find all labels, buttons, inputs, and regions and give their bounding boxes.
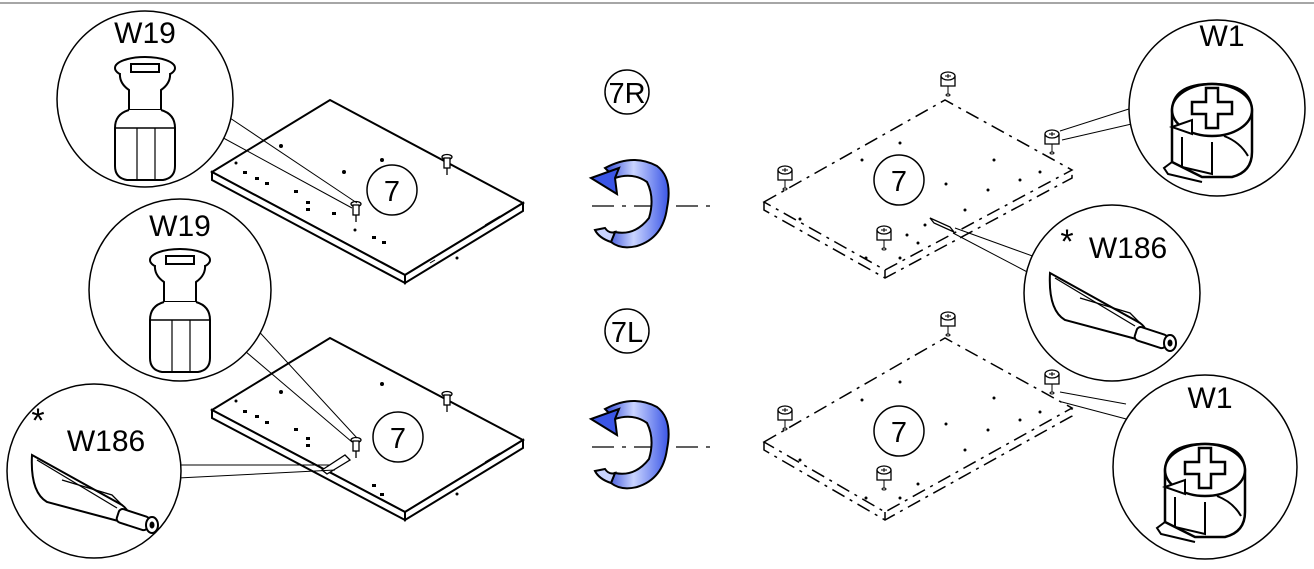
callout-w19-top: W19	[56, 10, 358, 209]
cam-lock-on-board	[940, 71, 956, 97]
callout-w1-top: W1	[1059, 19, 1306, 197]
callout-w186-left: * W186	[6, 383, 336, 559]
asterisk-mark: *	[31, 402, 44, 440]
board-top-left: 7	[209, 98, 526, 285]
board-step-label: 7	[384, 176, 400, 208]
flip-rotate-arrow-icon	[590, 399, 670, 490]
board-step-label: 7	[891, 166, 907, 198]
variant-label-7r: 7R	[608, 78, 645, 110]
callout-w1-bottom: W1	[1059, 374, 1298, 560]
part-label-w19: W19	[114, 17, 176, 50]
dowel-w19-icon	[114, 56, 176, 181]
variant-circle	[604, 308, 650, 354]
flip-rotate-arrow-icon	[590, 158, 670, 249]
cam-lock-on-board	[1044, 369, 1060, 395]
step-7-circle	[873, 154, 925, 206]
cam-lock-on-board	[777, 165, 793, 191]
step-7-circle	[873, 405, 925, 457]
step-7-circle	[366, 164, 418, 216]
board-bottom-left: 7	[209, 336, 526, 522]
step-7-circle	[372, 411, 424, 463]
dowel-w19-icon	[149, 248, 211, 373]
board-step-label: 7	[891, 417, 907, 449]
board-bottom-right: 7	[762, 311, 1074, 521]
board-top-right: 7	[762, 71, 1074, 279]
cam-lock-on-board	[876, 465, 892, 491]
callout-w186-right: * W186	[952, 204, 1201, 382]
variant-circle	[604, 69, 650, 115]
part-label-w19: W19	[149, 210, 211, 243]
cam-lock-on-board	[1044, 129, 1060, 155]
part-label-w1: W1	[1200, 20, 1245, 53]
board-step-label: 7	[390, 423, 406, 455]
callout-w19-mid: W19	[88, 198, 358, 443]
variant-label-7l: 7L	[611, 317, 643, 349]
cam-lock-on-board	[940, 311, 956, 337]
cam-lock-on-board	[876, 225, 892, 251]
asterisk-mark: *	[1060, 223, 1073, 261]
part-label-w186: W186	[1089, 232, 1167, 265]
part-label-w1: W1	[1188, 382, 1233, 415]
part-label-w186: W186	[67, 425, 145, 458]
